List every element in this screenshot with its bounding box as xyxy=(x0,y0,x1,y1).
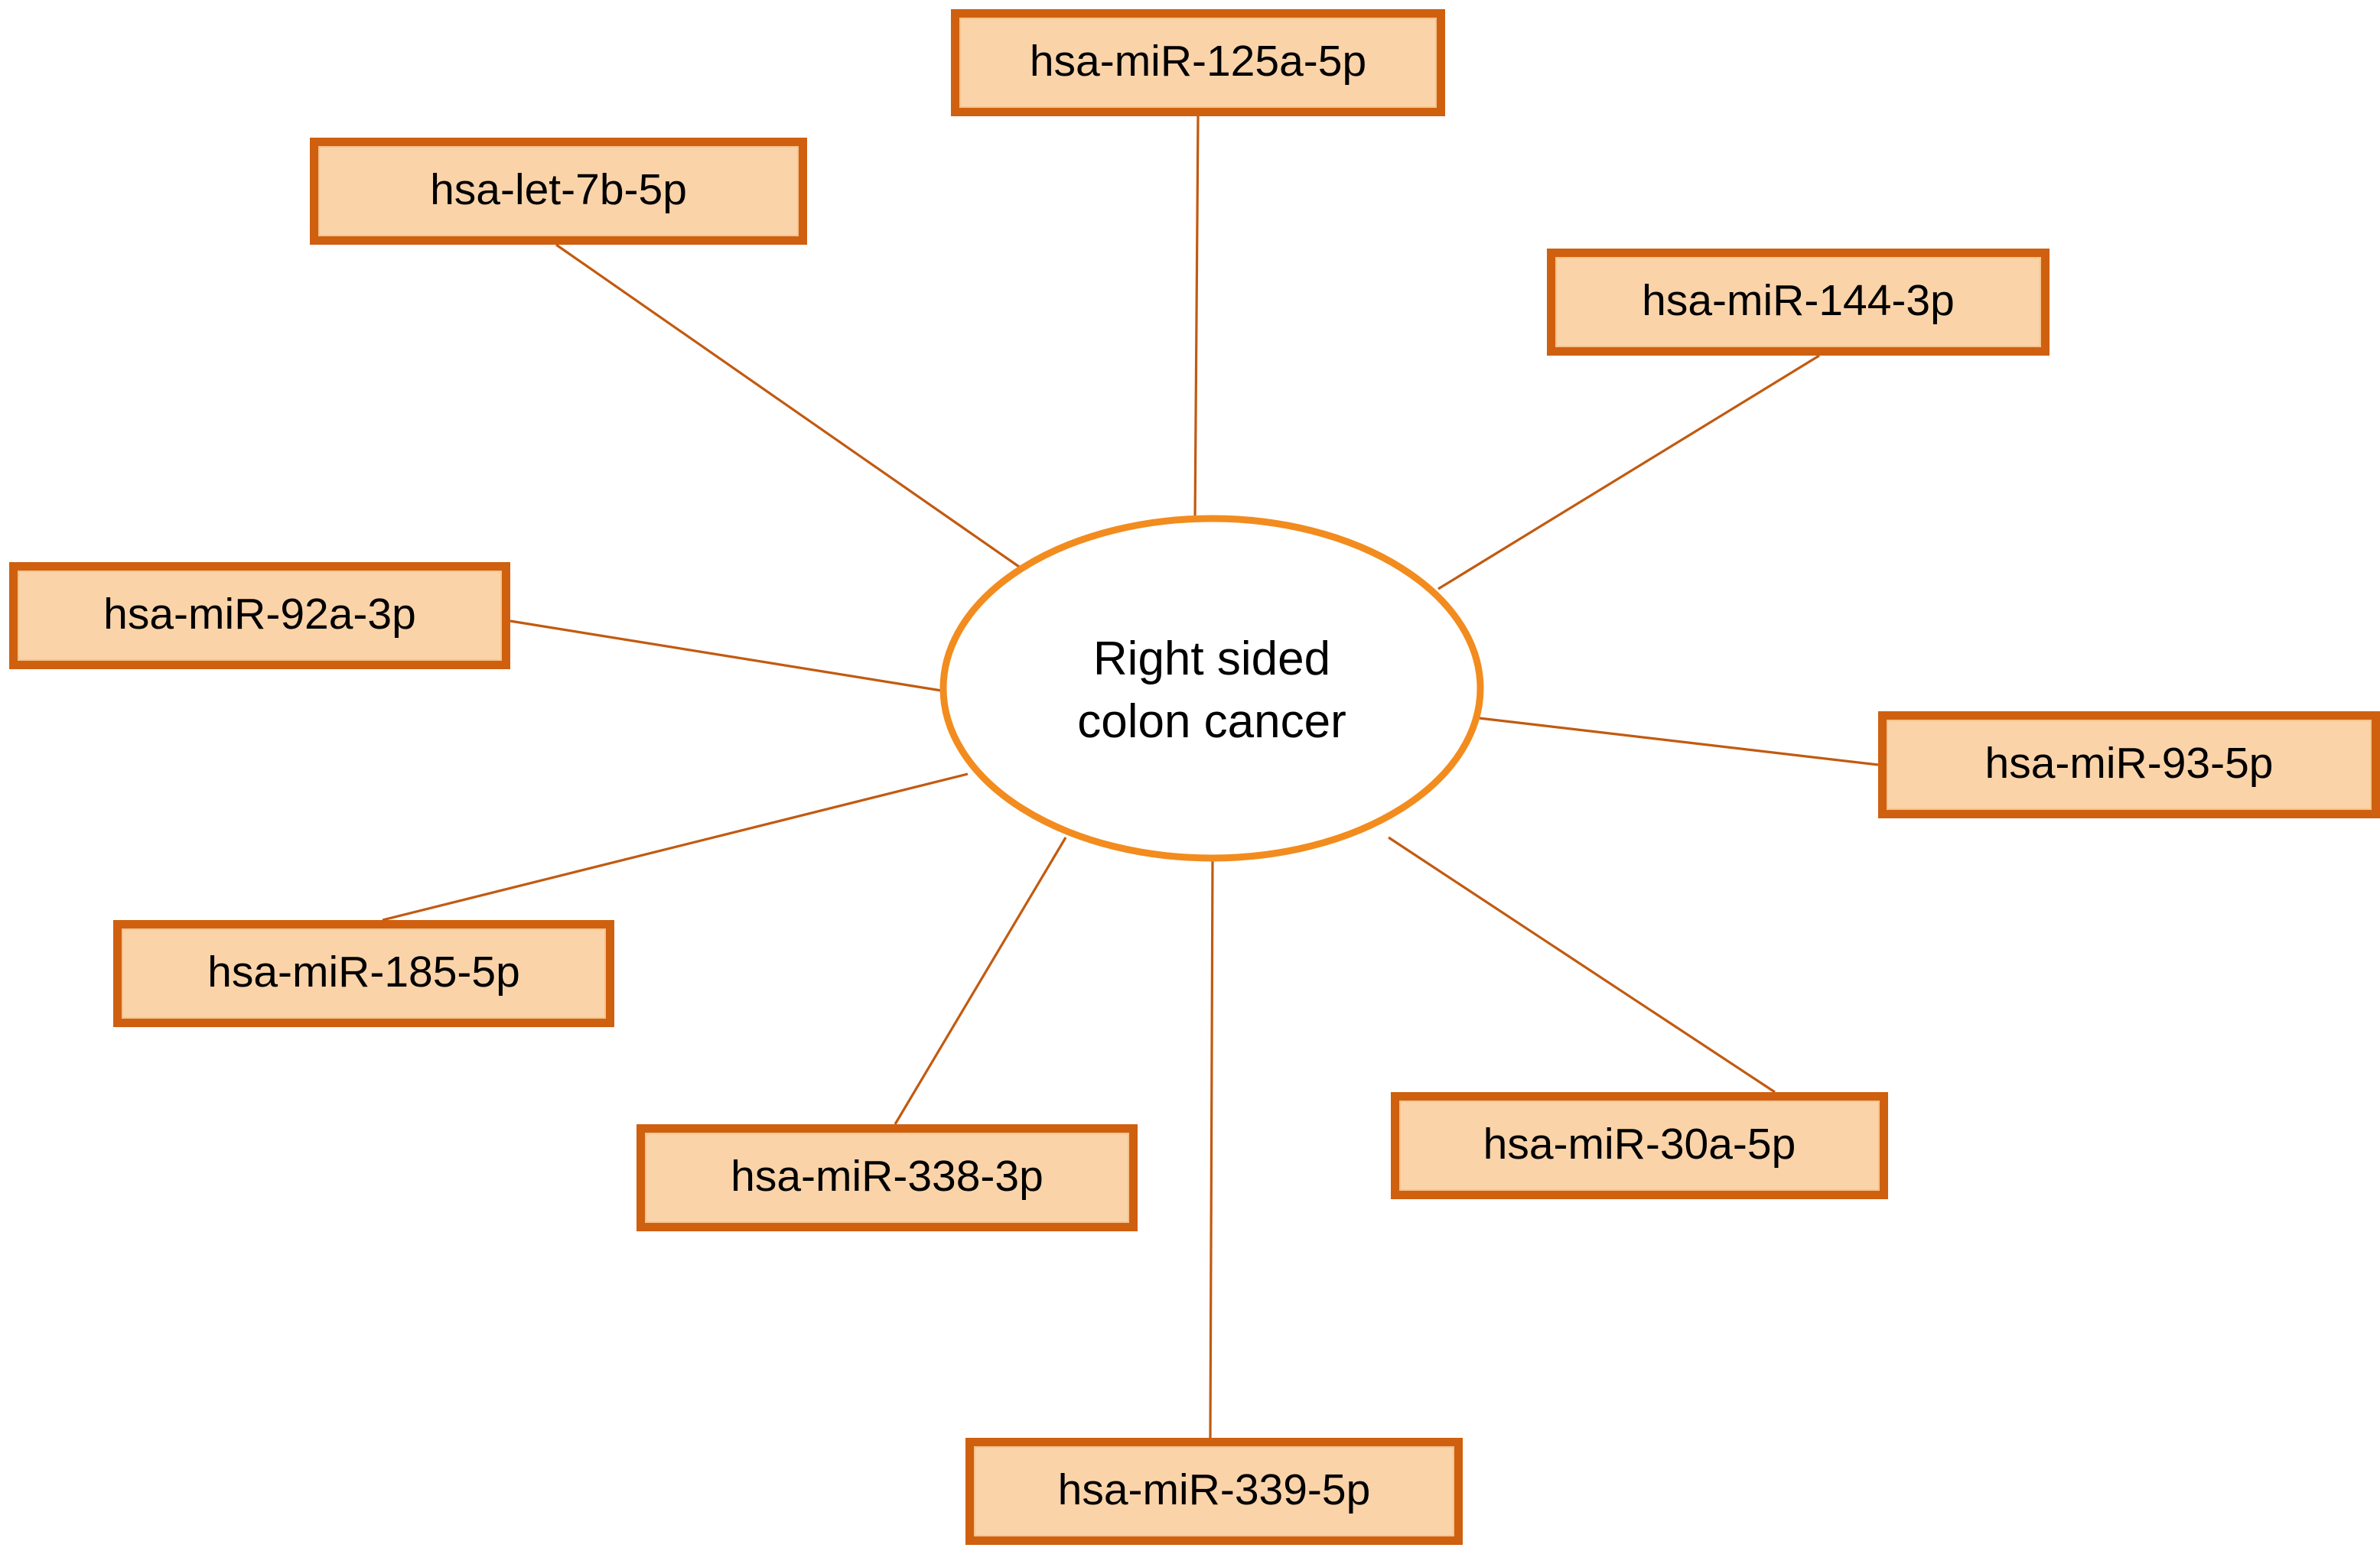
center-node-ellipse[interactable] xyxy=(939,515,1484,862)
node-label-mir-30a-5p: hsa-miR-30a-5p xyxy=(1483,1120,1796,1169)
edge-to-mir-93-5p xyxy=(1472,716,1879,766)
node-layer: hsa-miR-125a-5p hsa-let-7b-5p hsa-miR-144-… xyxy=(9,9,2380,1545)
edge-layer xyxy=(382,115,1879,1439)
node-box-inner-outline-mir-339-5p xyxy=(974,1446,1454,1536)
node-box-inner-outline-mir-125a-5p xyxy=(959,18,1437,108)
node-box-mir-30a-5p[interactable] xyxy=(1391,1092,1888,1199)
node-box-mir-92a-3p[interactable] xyxy=(9,562,510,669)
node-label-mir-125a-5p: hsa-miR-125a-5p xyxy=(1030,37,1366,86)
node-label-mir-93-5p: hsa-miR-93-5p xyxy=(1985,739,2274,788)
node-box-inner-outline-mir-30a-5p xyxy=(1399,1101,1880,1191)
node-mir-93-5p[interactable]: hsa-miR-93-5p xyxy=(1878,711,2380,818)
edge-to-mir-92a-3p xyxy=(510,619,952,694)
node-label-mir-339-5p: hsa-miR-339-5p xyxy=(1058,1465,1371,1514)
node-mir-339-5p[interactable]: hsa-miR-339-5p xyxy=(965,1438,1463,1545)
node-box-inner-outline-let-7b-5p xyxy=(318,146,799,236)
node-mir-125a-5p[interactable]: hsa-miR-125a-5p xyxy=(951,9,1445,116)
node-box-let-7b-5p[interactable] xyxy=(310,138,807,245)
node-box-inner-outline-mir-185-5p xyxy=(122,928,606,1019)
node-mir-92a-3p[interactable]: hsa-miR-92a-3p xyxy=(9,562,510,669)
node-box-inner-outline-mir-144-3p xyxy=(1555,257,2041,347)
node-let-7b-5p[interactable]: hsa-let-7b-5p xyxy=(310,138,807,245)
center-node-label-line2: colon cancer xyxy=(1077,695,1346,748)
node-mir-185-5p[interactable]: hsa-miR-185-5p xyxy=(113,920,614,1027)
node-box-mir-93-5p[interactable] xyxy=(1878,711,2380,818)
node-box-mir-185-5p[interactable] xyxy=(113,920,614,1027)
center-node-label-line1: Right sided xyxy=(1093,632,1330,685)
node-label-mir-144-3p: hsa-miR-144-3p xyxy=(1642,276,1955,325)
node-box-inner-outline-mir-93-5p xyxy=(1887,720,2372,810)
edge-to-mir-338-3p xyxy=(894,837,1067,1125)
node-box-mir-339-5p[interactable] xyxy=(965,1438,1463,1545)
node-box-mir-125a-5p[interactable] xyxy=(951,9,1445,116)
node-label-mir-185-5p: hsa-miR-185-5p xyxy=(207,948,520,997)
node-box-mir-144-3p[interactable] xyxy=(1547,249,2050,356)
node-label-mir-92a-3p: hsa-miR-92a-3p xyxy=(103,590,416,639)
edge-to-mir-30a-5p xyxy=(1388,836,1776,1094)
node-label-let-7b-5p: hsa-let-7b-5p xyxy=(430,165,687,214)
node-label-mir-338-3p: hsa-miR-338-3p xyxy=(731,1152,1043,1201)
edge-to-mir-125a-5p xyxy=(1193,115,1200,521)
edge-to-mir-185-5p xyxy=(382,772,969,922)
node-mir-30a-5p[interactable]: hsa-miR-30a-5p xyxy=(1391,1092,1888,1199)
node-box-inner-outline-mir-338-3p xyxy=(645,1133,1129,1223)
node-mir-338-3p[interactable]: hsa-miR-338-3p xyxy=(637,1124,1138,1231)
node-box-mir-338-3p[interactable] xyxy=(637,1124,1138,1231)
node-box-inner-outline-mir-92a-3p xyxy=(18,571,502,661)
edge-to-let-7b-5p xyxy=(555,243,1030,575)
edge-to-mir-339-5p xyxy=(1209,857,1214,1439)
node-mir-144-3p[interactable]: hsa-miR-144-3p xyxy=(1547,249,2050,356)
edge-to-mir-144-3p xyxy=(1437,354,1820,590)
center-node[interactable]: Right sided colon cancer xyxy=(939,515,1484,862)
